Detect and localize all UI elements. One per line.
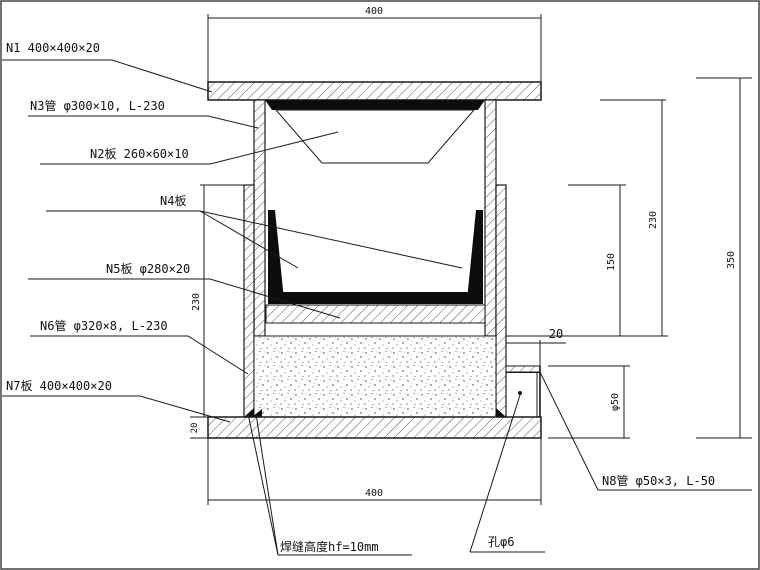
n3-label: N3管 φ300×10, L-230 xyxy=(30,98,165,113)
n7-label: N7板 400×400×20 xyxy=(6,379,112,393)
bottom-thick-label: 20 xyxy=(190,423,200,434)
hole-label: 孔φ6 xyxy=(488,535,514,549)
n8-label: N8管 φ50×3, L-50 xyxy=(602,473,715,488)
right-dimensions: 350 230 150 20 φ50 xyxy=(506,77,752,439)
top-width-label: 400 xyxy=(365,6,383,17)
top-weld-strip xyxy=(265,100,485,110)
leaders: N1 400×400×20 N3管 φ300×10, L-230 N2板 260… xyxy=(2,41,752,556)
filler-material xyxy=(253,335,497,418)
n2-plate xyxy=(274,109,476,164)
n3-pipe-right-wall xyxy=(484,99,497,337)
top-dimension: 400 xyxy=(207,6,542,82)
n8-small-pipe xyxy=(505,365,541,417)
bottom-width-label: 400 xyxy=(365,488,383,499)
hole-icon xyxy=(518,391,522,395)
n5-label: N5板 φ280×20 xyxy=(106,262,190,276)
n2-label: N2板 260×60×10 xyxy=(90,147,189,161)
dim-20-label: 20 xyxy=(549,327,563,341)
n6-pipe-right-wall xyxy=(495,184,507,418)
n4-label: N4板 xyxy=(160,194,186,208)
n7-bottom-plate xyxy=(207,416,542,439)
n4-plate-cup xyxy=(268,210,483,304)
left-dimensions: 230 20 xyxy=(190,184,244,439)
weld-label: 焊缝高度hf=10mm xyxy=(280,539,379,554)
n3-pipe-left-wall xyxy=(253,99,266,337)
dim-350-label: 350 xyxy=(726,251,737,269)
n6-label: N6管 φ320×8, L-230 xyxy=(40,318,168,333)
pipe-dia-label: φ50 xyxy=(610,393,621,411)
n5-plate xyxy=(265,304,486,324)
dim-230-label: 230 xyxy=(648,211,659,229)
bottom-dimension: 400 xyxy=(207,438,542,505)
left-height-label: 230 xyxy=(191,293,202,311)
n6-pipe-left-wall xyxy=(243,184,255,418)
dim-150-label: 150 xyxy=(606,253,617,271)
n1-top-plate xyxy=(207,81,542,101)
n1-label: N1 400×400×20 xyxy=(6,41,100,55)
